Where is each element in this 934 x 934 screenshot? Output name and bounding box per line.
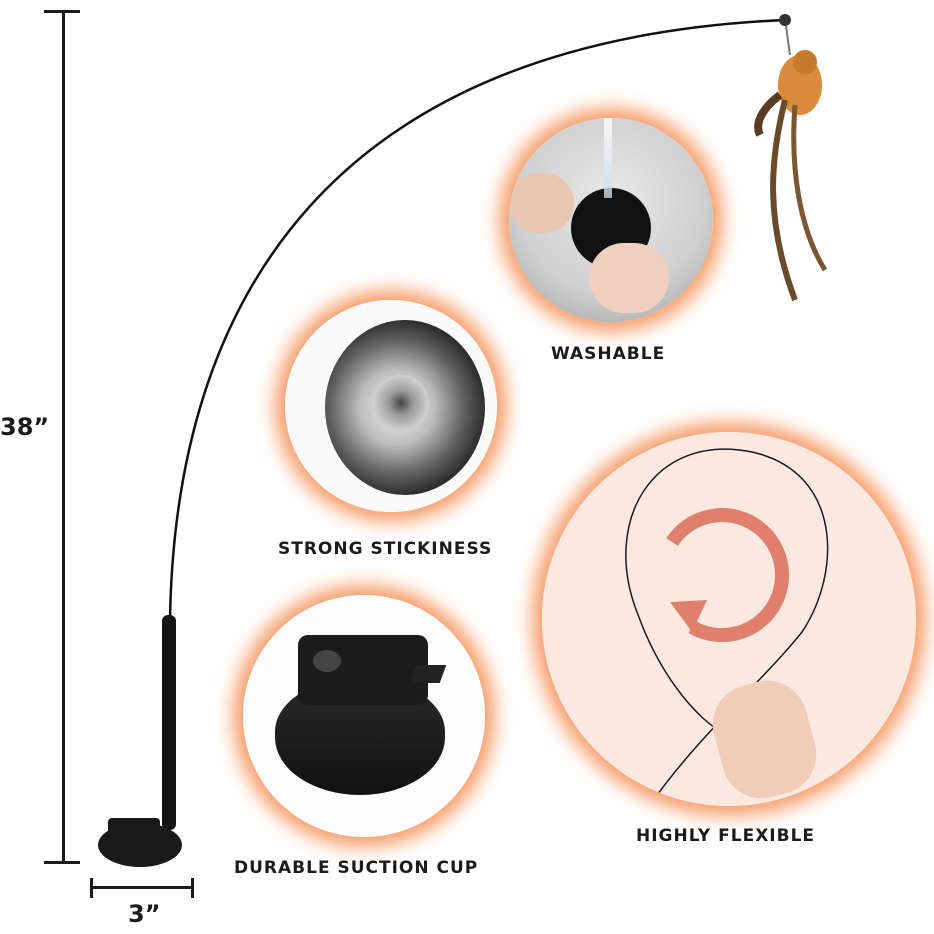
feature-label-durable-suction-cup: DURABLE SUCTION CUP xyxy=(234,858,479,878)
flexible-wire-loop xyxy=(625,448,829,803)
feather-bird-toy xyxy=(754,50,828,302)
feature-label-washable: WASHABLE xyxy=(551,344,666,364)
suction-cup-mount xyxy=(298,635,428,705)
feature-label-highly-flexible: HIGHLY FLEXIBLE xyxy=(636,826,816,846)
height-dimension-label: 38” xyxy=(0,413,50,441)
wand-handle xyxy=(162,615,176,830)
wire-tip-ring xyxy=(779,14,791,26)
suction-cup-tab xyxy=(409,665,447,683)
suction-cup-hole xyxy=(313,650,341,672)
hand-right xyxy=(589,243,669,313)
feature-label-strong-stickiness: STRONG STICKINESS xyxy=(278,539,493,559)
height-dimension-top-cap xyxy=(44,10,80,13)
rotate-arrow-icon xyxy=(666,508,790,643)
suction-cup-center xyxy=(373,375,429,431)
stickiness-image xyxy=(285,300,497,512)
width-dimension-line xyxy=(90,886,194,889)
durable-image xyxy=(243,595,485,837)
height-dimension-line xyxy=(62,10,65,863)
width-dimension-left-cap xyxy=(90,878,93,898)
water-stream xyxy=(604,118,612,198)
hand-left xyxy=(509,173,574,233)
width-dimension-label: 3” xyxy=(128,900,161,928)
washable-image xyxy=(509,118,713,322)
flexible-image xyxy=(542,432,916,806)
height-dimension-bottom-cap xyxy=(44,861,80,864)
width-dimension-right-cap xyxy=(191,878,194,898)
wand-wire xyxy=(168,18,786,621)
